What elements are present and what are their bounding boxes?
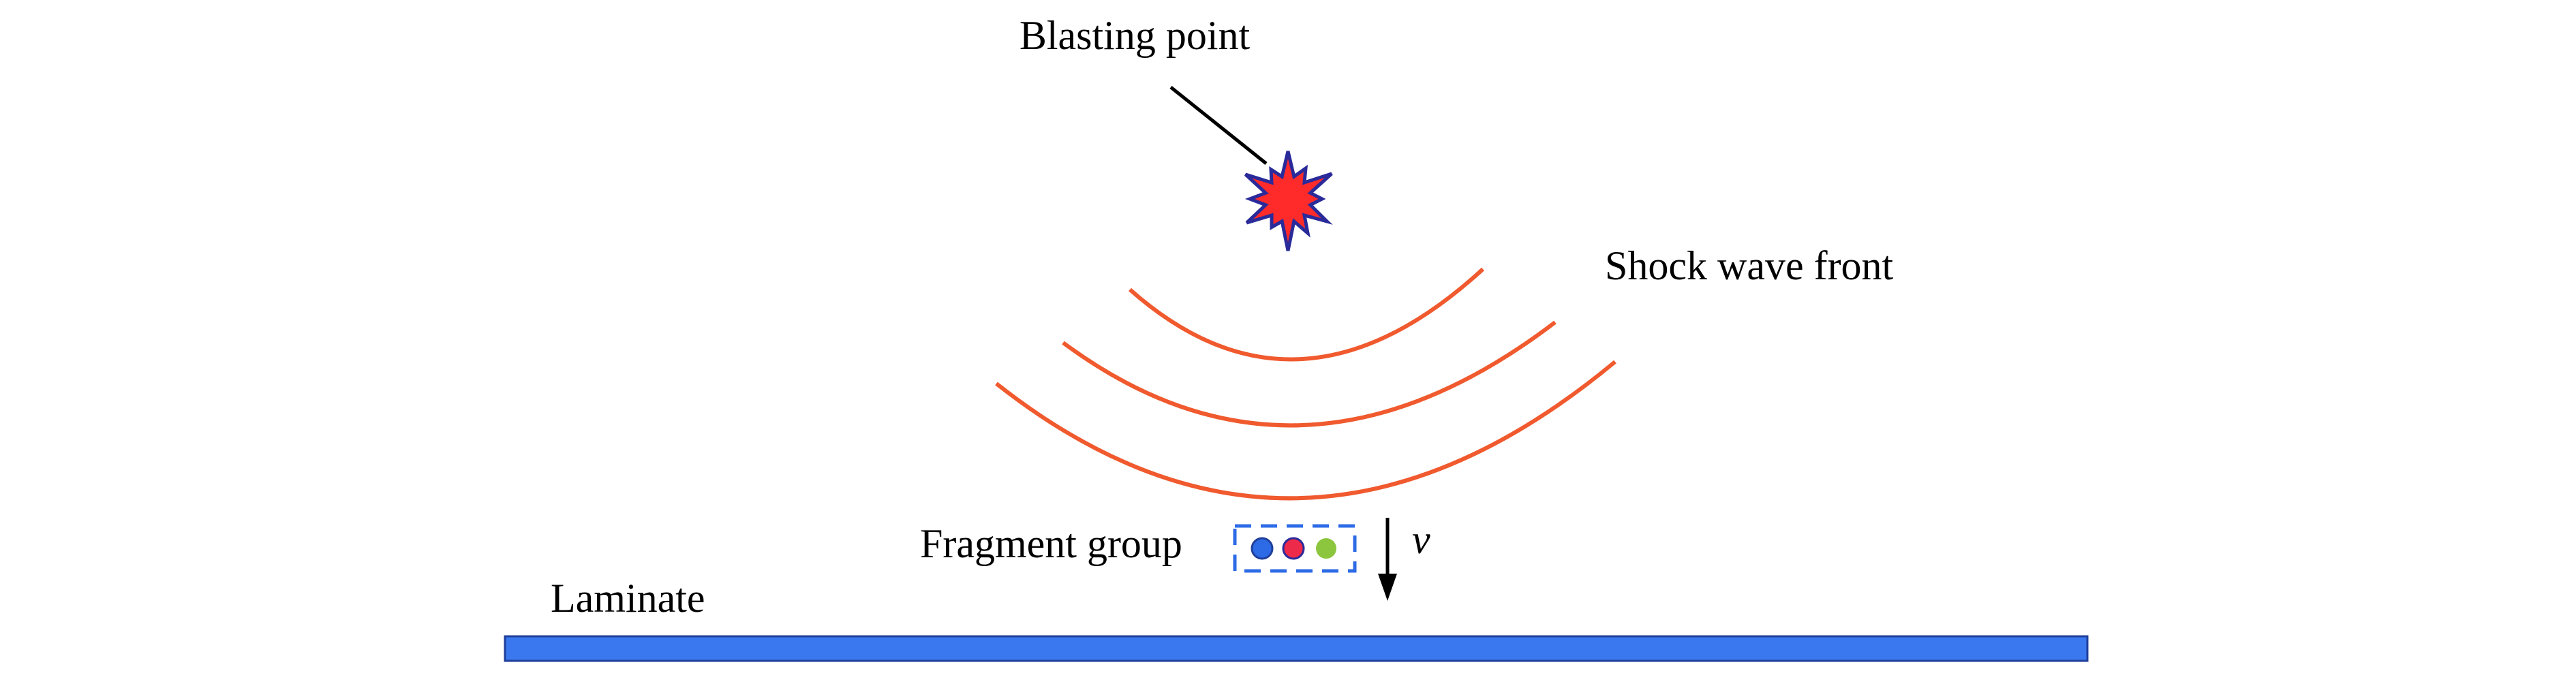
fragment-group-box xyxy=(1233,524,1357,573)
laminate-plate xyxy=(504,635,2089,662)
shock-wave-arc-middle xyxy=(1062,320,1557,428)
shock-wave-arc-inner xyxy=(1129,267,1485,362)
blasting-point-leader-line xyxy=(1169,86,1268,165)
shock-wave-arc-outer xyxy=(995,360,1616,501)
shock-wave-front-label: Shock wave front xyxy=(1605,243,1894,288)
fragment-green xyxy=(1316,538,1336,559)
laminate-label: Laminate xyxy=(551,576,705,621)
explosion-starburst-icon xyxy=(1244,151,1333,251)
fragment-blue xyxy=(1251,537,1274,560)
blasting-point-label: Blasting point xyxy=(1019,13,1251,58)
fragment-red xyxy=(1282,537,1305,560)
velocity-label: v xyxy=(1412,517,1430,562)
velocity-arrow-down-icon xyxy=(1378,574,1397,601)
fragment-group-label: Fragment group xyxy=(920,521,1182,566)
